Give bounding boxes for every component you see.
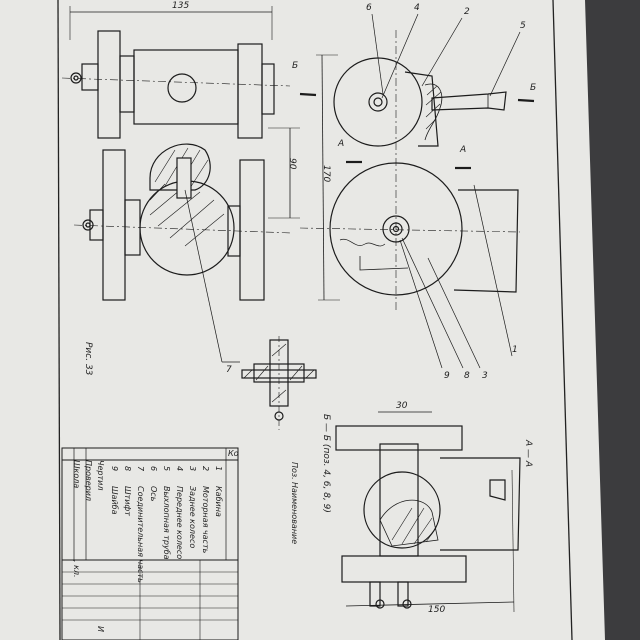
- leader-8: [401, 237, 464, 369]
- section-a-left-label: А: [338, 139, 345, 149]
- aa-wheel: [363, 471, 441, 549]
- section-a-right-label: А: [460, 145, 467, 155]
- row-pos: 6: [149, 466, 158, 472]
- section-b-mark-left: [299, 92, 317, 97]
- row-pos: 3: [188, 466, 197, 472]
- callout-1: 1: [512, 345, 518, 355]
- aa-top-plate: [335, 425, 463, 451]
- dim-30-label: 30: [396, 401, 408, 411]
- row-name: Штифт: [123, 486, 132, 516]
- callout-4: 4: [414, 3, 420, 13]
- callout-2: 2: [464, 7, 470, 17]
- round-hole: [167, 73, 197, 103]
- top-view: [61, 6, 300, 363]
- aa-cabin: [440, 457, 521, 551]
- parts-table-header-name: Наименование: [290, 482, 299, 545]
- cabin-body: [453, 189, 519, 293]
- section-b-mark-right: [517, 98, 535, 103]
- leader-2: [421, 17, 463, 87]
- paper-sheet: [0, 0, 605, 640]
- row-pos: 2: [201, 466, 210, 472]
- frame-right-border: [552, 0, 573, 640]
- motor-body: [404, 71, 439, 147]
- parts-table-frame: [61, 447, 239, 640]
- row-pos: 7: [136, 466, 145, 472]
- callout-7: 7: [226, 365, 232, 375]
- section-b-right-label: Б: [530, 83, 537, 93]
- row-name: Кабина: [214, 486, 223, 517]
- row-name: Соединительная часть: [136, 486, 145, 583]
- frame-left-border: [57, 0, 61, 640]
- row-pos: 8: [123, 466, 132, 472]
- title-block-last: И: [96, 626, 105, 632]
- row-pos: 4: [175, 466, 184, 472]
- row-pos: 9: [110, 466, 119, 472]
- leader-6: [371, 13, 384, 95]
- row-pos: 5: [162, 466, 171, 472]
- row-name: Переднее колесо: [175, 486, 184, 560]
- leader-7: [184, 189, 223, 363]
- title-block-checked: Проверил: [84, 460, 93, 502]
- leader-9: [399, 239, 443, 369]
- row-name: Моторная часть: [201, 486, 210, 554]
- row-name: Шайба: [110, 486, 119, 515]
- callout-3: 3: [482, 371, 488, 381]
- callout-8: 8: [464, 371, 470, 381]
- callout-5: 5: [520, 21, 526, 31]
- connector-pin: [176, 157, 192, 199]
- dim-line-170: [321, 54, 325, 301]
- figure-caption: Рис. 33: [83, 342, 93, 376]
- leader-5: [489, 31, 521, 97]
- callout-6: 6: [366, 3, 372, 13]
- dim-150-label: 150: [428, 605, 446, 615]
- row-name: Выхлопная труба: [162, 486, 171, 560]
- dim-line-150: [345, 601, 515, 607]
- section-bb-view: [241, 336, 317, 430]
- section-b-left-label: Б: [292, 61, 299, 71]
- row-name: Ось: [149, 486, 158, 502]
- hatched-section: [149, 143, 211, 191]
- dim-135-label: 135: [172, 1, 190, 11]
- parts-table-header-pos: Поз.: [290, 462, 299, 480]
- title-block-class: , кл.: [72, 560, 81, 578]
- section-bb-caption: Б — Б (поз. 4, 6, 8, 9): [321, 414, 331, 513]
- side-view: [299, 13, 535, 369]
- parts-table-header-qty: Ко: [228, 449, 239, 458]
- title-block-school: Школа: [72, 460, 81, 489]
- leader-3: [427, 257, 481, 369]
- row-pos: 1: [214, 466, 223, 472]
- view-aa: [335, 411, 521, 613]
- title-block-drawn: Чертил: [96, 460, 105, 491]
- callout-9: 9: [444, 371, 450, 381]
- leader-1: [473, 184, 513, 357]
- row-name: Заднее колесо: [188, 486, 197, 549]
- parts-table: Ко Поз. Наименование: [62, 448, 299, 640]
- leader-4: [381, 13, 419, 99]
- dim-170-label: 170: [321, 165, 331, 183]
- view-aa-caption: А — А: [523, 440, 533, 468]
- dim-90-label: 90: [287, 158, 297, 170]
